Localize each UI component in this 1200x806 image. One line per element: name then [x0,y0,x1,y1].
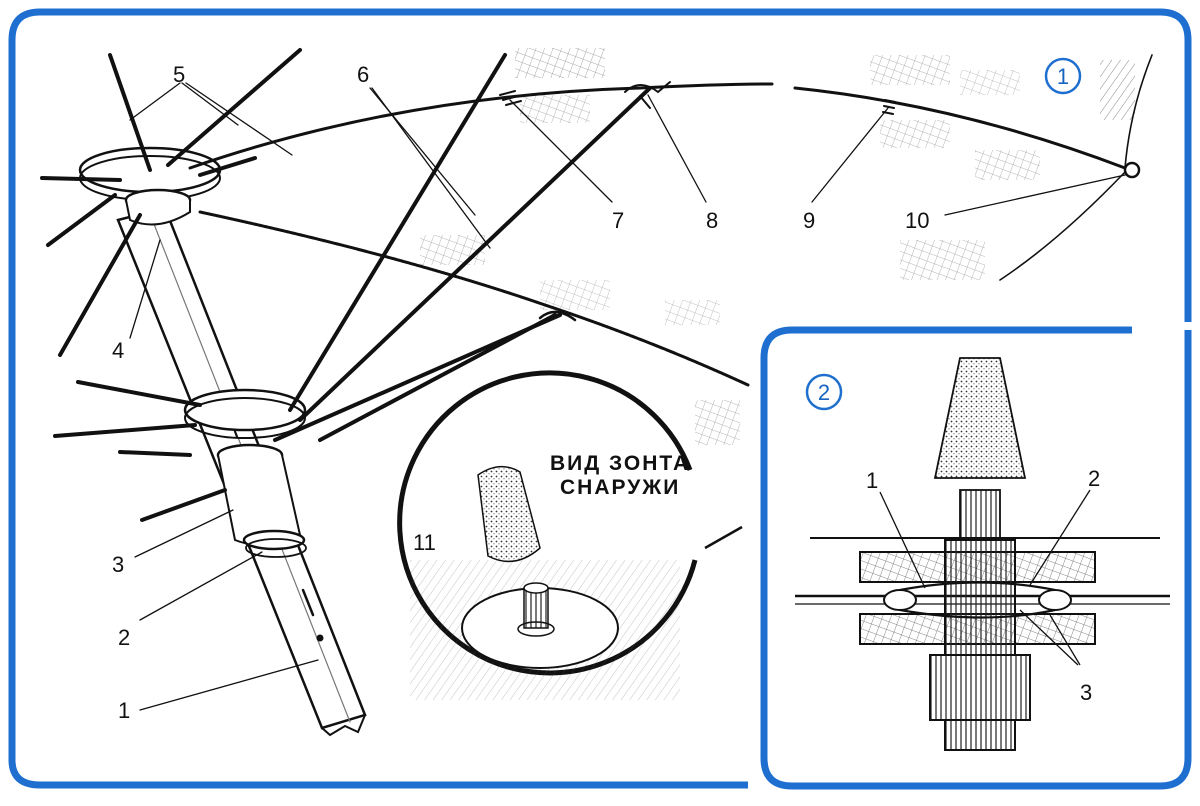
detail-cylinder [929,654,1031,721]
label-9: 9 [803,208,815,233]
detail-panel: 2 1 2 3 [760,326,1192,790]
outside-view-inset: 11 ВИД ЗОНТА СНАРУЖИ [397,370,743,700]
label-2: 2 [118,625,130,650]
badge-1: 1 [1057,64,1069,89]
lower-runner [183,388,307,558]
label-5: 5 [173,62,185,87]
canopy-rib-main [188,82,774,170]
canopy-rib-lower [198,210,750,387]
joints [499,81,896,322]
label-11: 11 [413,530,436,555]
detail-cap [933,357,1027,479]
top-ribs [40,48,302,357]
label-7: 7 [612,208,624,233]
label-4: 4 [112,338,124,363]
canopy-rib-tip [793,86,1127,170]
label-8: 8 [706,208,718,233]
cap-11 [477,466,541,563]
stretchers [273,53,652,442]
outer-frame-left [8,8,748,789]
badge-1-circle [1044,57,1082,95]
detail-label-2: 2 [1088,466,1100,491]
outer-frame [40,8,1192,322]
main-labels: 5 6 7 8 9 10 4 3 2 1 [112,62,929,723]
badge-2-circle [805,373,843,411]
label-10: 10 [905,208,929,233]
rib-tip-cap [1123,161,1141,179]
leader-lines [129,82,1126,711]
fabric-hatching [420,48,1135,445]
label-3: 3 [112,552,124,577]
detail-label-3: 3 [1080,680,1092,705]
label-6: 6 [357,62,369,87]
detail-stud [959,489,1001,541]
canopy-rib-lower-gap [677,345,703,361]
runner-ribs [53,380,227,522]
badge-2: 2 [818,380,830,405]
detail-leader-lines [879,489,1091,666]
inset-caption-line1: ВИД ЗОНТА [550,452,690,475]
inset-caption-line2: СНАРУЖИ [560,476,680,499]
canopy-edge [999,54,1153,281]
umbrella-frame [40,48,1153,737]
detail-hub [944,539,1016,656]
label-1: 1 [118,698,130,723]
detail-label-1: 1 [866,468,878,493]
